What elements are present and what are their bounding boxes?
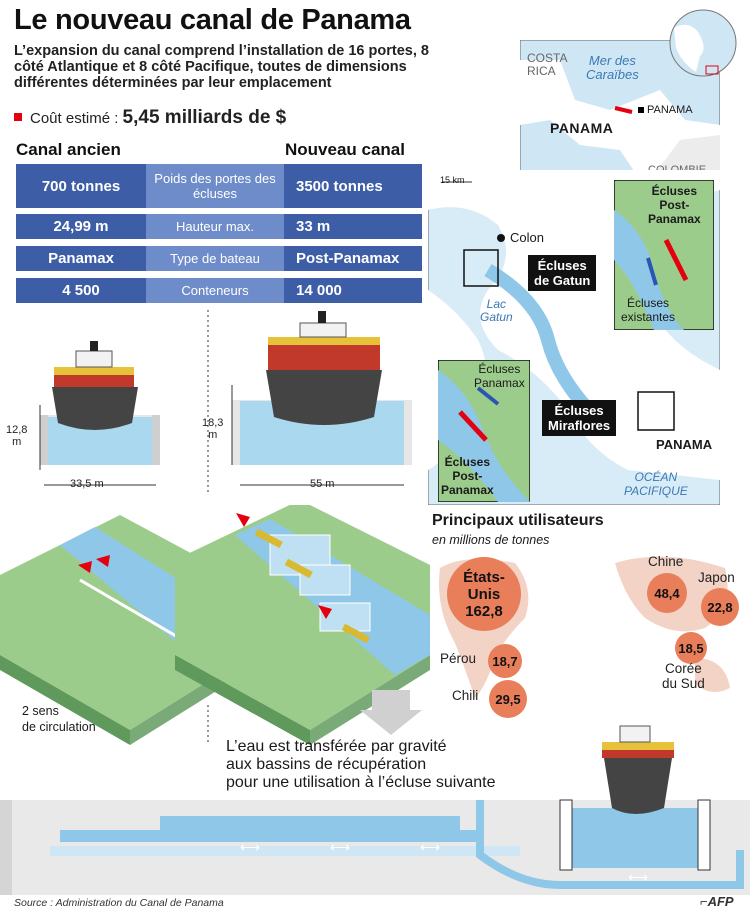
japan-country: Japon [698,570,735,585]
svg-text:⟷: ⟷ [420,839,440,855]
new-depth-label: 18,3 m [202,417,224,441]
svg-text:⟷: ⟷ [330,839,350,855]
colon-label: Colon [510,230,544,245]
intro-text: L’expansion du canal comprend l’installa… [14,43,429,91]
panamax-bottom-label: Écluses Panamax [474,362,525,390]
existing-locks-label: Écluses existantes [621,296,676,324]
old-value: Panamax [48,250,114,267]
panama-top-text: PANAMA [647,104,693,116]
comparison-row: 4 500 Conteneurs 14 000 [16,278,422,303]
metric-label: Conteneurs [146,278,284,303]
lac-gatun-label: Lac Gatun [480,297,513,324]
cost-value: 5,45 milliards de $ [122,107,287,128]
afp-logo: ⌐AFP [700,894,734,909]
usa-label: États- Unis 162,8 [463,569,505,620]
old-value: 4 500 [62,282,100,299]
china-country: Chine [648,554,684,569]
post-panamax-top-label: Écluses Post- Panamax [648,184,701,226]
red-square-icon [14,113,22,121]
panama-top-label: PANAMA [638,104,693,116]
users-title: Principaux utilisateurs [432,512,604,529]
water-transfer-text: L’eau est transférée par gravité aux bas… [226,738,496,791]
ocean-label: OCÉAN PACIFIQUE [624,470,688,498]
miraflores-badge: Écluses Miraflores [542,400,617,436]
scale-label: 15 km [440,175,465,185]
svg-text:⟷: ⟷ [628,869,648,885]
lock-cross-sections [39,310,412,495]
usa-value: 162,8 [465,602,503,620]
caribbean-label: Mer des Caraïbes [586,53,639,82]
inset-map [520,40,720,180]
korea-country: Corée du Sud [662,661,705,691]
old-canal-header: Canal ancien [16,140,121,159]
post-panamax-bottom-label: Écluses Post- Panamax [441,455,494,497]
bubble-china: 48,4 [647,573,687,613]
old-value: 700 tonnes [41,177,121,195]
panama-city-text: PANAMA [656,437,713,452]
bubble-korea: 18,5 [675,632,707,664]
miraflores-detail [438,360,530,502]
bubble-chile: 29,5 [489,680,527,718]
page-title: Le nouveau canal de Panama [14,4,411,36]
new-value: 33 m [296,218,331,235]
old-value: 24,99 m [53,218,109,235]
metric-label: Poids des portes des écluses [146,164,284,208]
svg-text:⟷: ⟷ [240,839,260,855]
usa-country: États- Unis [463,568,505,603]
gatun-detail [614,180,714,330]
old-width-label: 33,5 m [70,478,104,490]
users-subtitle: en millions de tonnes [432,533,550,547]
new-value: 3500 tonnes [296,177,383,195]
comparison-row: 700 tonnes Poids des portes des écluses … [16,164,422,208]
bubble-japan: 22,8 [701,588,739,626]
panama-city-label: PANAMA [656,437,712,452]
metric-label: Type de bateau [146,246,284,271]
gatun-badge: Écluses de Gatun [528,255,597,291]
bubble-usa: États- Unis 162,8 [447,557,521,631]
chile-country: Chili [452,688,479,703]
new-width-label: 55 m [310,478,335,490]
comparison-row: 24,99 m Hauteur max. 33 m [16,214,422,239]
globe-icon [669,9,737,77]
new-value: Post-Panamax [296,250,400,267]
lock-isometric-diagram [0,505,430,745]
old-lock-diagram [39,341,160,486]
old-depth-label: 12,8 m [6,424,28,448]
circulation-label: 2 sens de circulation [22,704,96,734]
source-note: Source : Administration du Canal de Pana… [14,897,224,909]
new-value: 14 000 [296,282,342,299]
panama-country-label: PANAMA [550,120,614,136]
costa-rica-label: COSTA RICA [527,51,568,78]
peru-country: Pérou [440,651,477,666]
bubble-peru: 18,7 [488,644,522,678]
water-system-cross-section: ⟷ ⟷ ⟷ ⟷ [0,725,750,895]
new-lock-diagram [231,311,412,486]
comparison-row: Panamax Type de bateau Post-Panamax [16,246,422,271]
cost-line: Coût estimé : 5,45 milliards de $ [14,107,286,129]
new-canal-header: Nouveau canal [285,140,405,159]
metric-label: Hauteur max. [146,214,284,239]
cost-label: Coût estimé : [30,110,119,127]
agency-text: AFP [707,894,734,909]
